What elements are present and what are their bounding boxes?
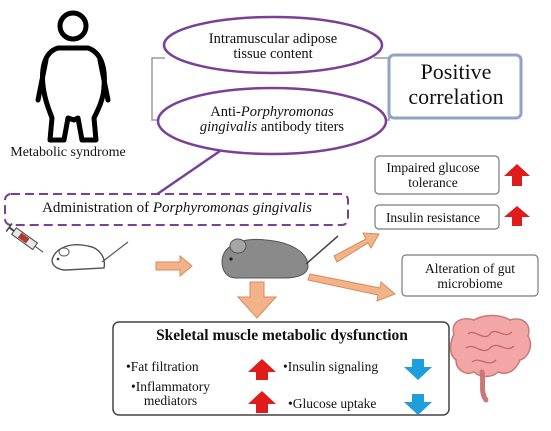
administration-label: Administration of Porphyromonas gingival… xyxy=(8,200,346,217)
antibody-line2: gingivalis antibody titers xyxy=(168,120,376,135)
down-arrow-icon xyxy=(404,359,432,380)
gut-line2: microbiome xyxy=(437,275,503,291)
up-arrow-icon xyxy=(504,206,530,226)
intramuscular-adipose-label: Intramuscular adipose tissue content xyxy=(178,31,368,63)
up-arrow-icon xyxy=(248,359,276,380)
arrow-to-gut xyxy=(307,273,396,302)
glucose-uptake-item: •Glucose uptake xyxy=(288,396,377,411)
intramuscular-adipose-ellipse xyxy=(162,15,384,75)
down-arrow-icon xyxy=(404,394,432,415)
antibody-line1: Anti-Porphyromonas xyxy=(168,104,376,120)
inflammatory-mediators-item: •Inflammatory mediators xyxy=(131,379,210,409)
glucose-line2: tolerance xyxy=(408,174,458,190)
arrow-mouse-to-mouse xyxy=(155,254,193,278)
intramuscular-line2: tissue content xyxy=(233,46,313,63)
metabolic-syndrome-label: Metabolic syndrome xyxy=(10,145,126,160)
white-mouse-icon xyxy=(51,241,129,271)
arrow-to-glucose xyxy=(333,232,380,263)
administration-italic: Porphyromonas gingivalis xyxy=(152,200,312,216)
infected-mouse-icon xyxy=(221,235,339,279)
insulin-resistance-box xyxy=(374,204,500,230)
intestine-icon xyxy=(449,314,532,403)
positive-line2: correlation xyxy=(408,83,504,109)
gut-line1: Alteration of gut xyxy=(425,261,515,276)
positive-correlation-label: Positive correlation xyxy=(388,59,524,109)
syringe-icon xyxy=(5,222,44,253)
administration-box xyxy=(4,193,349,226)
positive-correlation-box xyxy=(387,53,523,120)
glucose-line1: Impaired glucose xyxy=(386,160,480,175)
gut-microbiome-label: Alteration of gut microbiome xyxy=(404,261,536,292)
connector-line xyxy=(149,149,221,201)
inflammatory-line2: mediators xyxy=(143,393,198,409)
porphyromonas-italic: Porphyromonas xyxy=(240,104,334,120)
fat-filtration-item: •Fat filtration xyxy=(126,359,199,374)
anti-prefix: Anti- xyxy=(210,104,241,120)
impaired-glucose-box xyxy=(374,155,500,195)
metabolic-syndrome-figure xyxy=(35,10,111,143)
gingivalis-italic: gingivalis xyxy=(199,119,258,136)
up-arrow-icon xyxy=(248,391,276,413)
skeletal-muscle-box xyxy=(112,321,450,416)
antibody-suffix: antibody titers xyxy=(257,119,345,136)
positive-line1: Positive xyxy=(420,59,492,84)
up-arrow-icon xyxy=(504,164,530,186)
insulin-signaling-item: •Insulin signaling xyxy=(283,359,379,374)
skeletal-muscle-title: Skeletal muscle metabolic dysfunction xyxy=(156,327,408,344)
arrow-down-to-muscle xyxy=(236,281,278,319)
antibody-titers-label: Anti-Porphyromonas gingivalis antibody t… xyxy=(168,104,376,135)
gut-microbiome-box xyxy=(401,254,539,297)
administration-prefix: Administration of xyxy=(42,200,153,216)
inflammatory-line1: •Inflammatory xyxy=(131,379,210,394)
insulin-resistance-label: Insulin resistance xyxy=(385,210,481,225)
intramuscular-line1: Intramuscular adipose xyxy=(208,31,338,47)
antibody-titers-ellipse xyxy=(156,86,388,156)
impaired-glucose-label: Impaired glucose tolerance xyxy=(378,160,488,191)
